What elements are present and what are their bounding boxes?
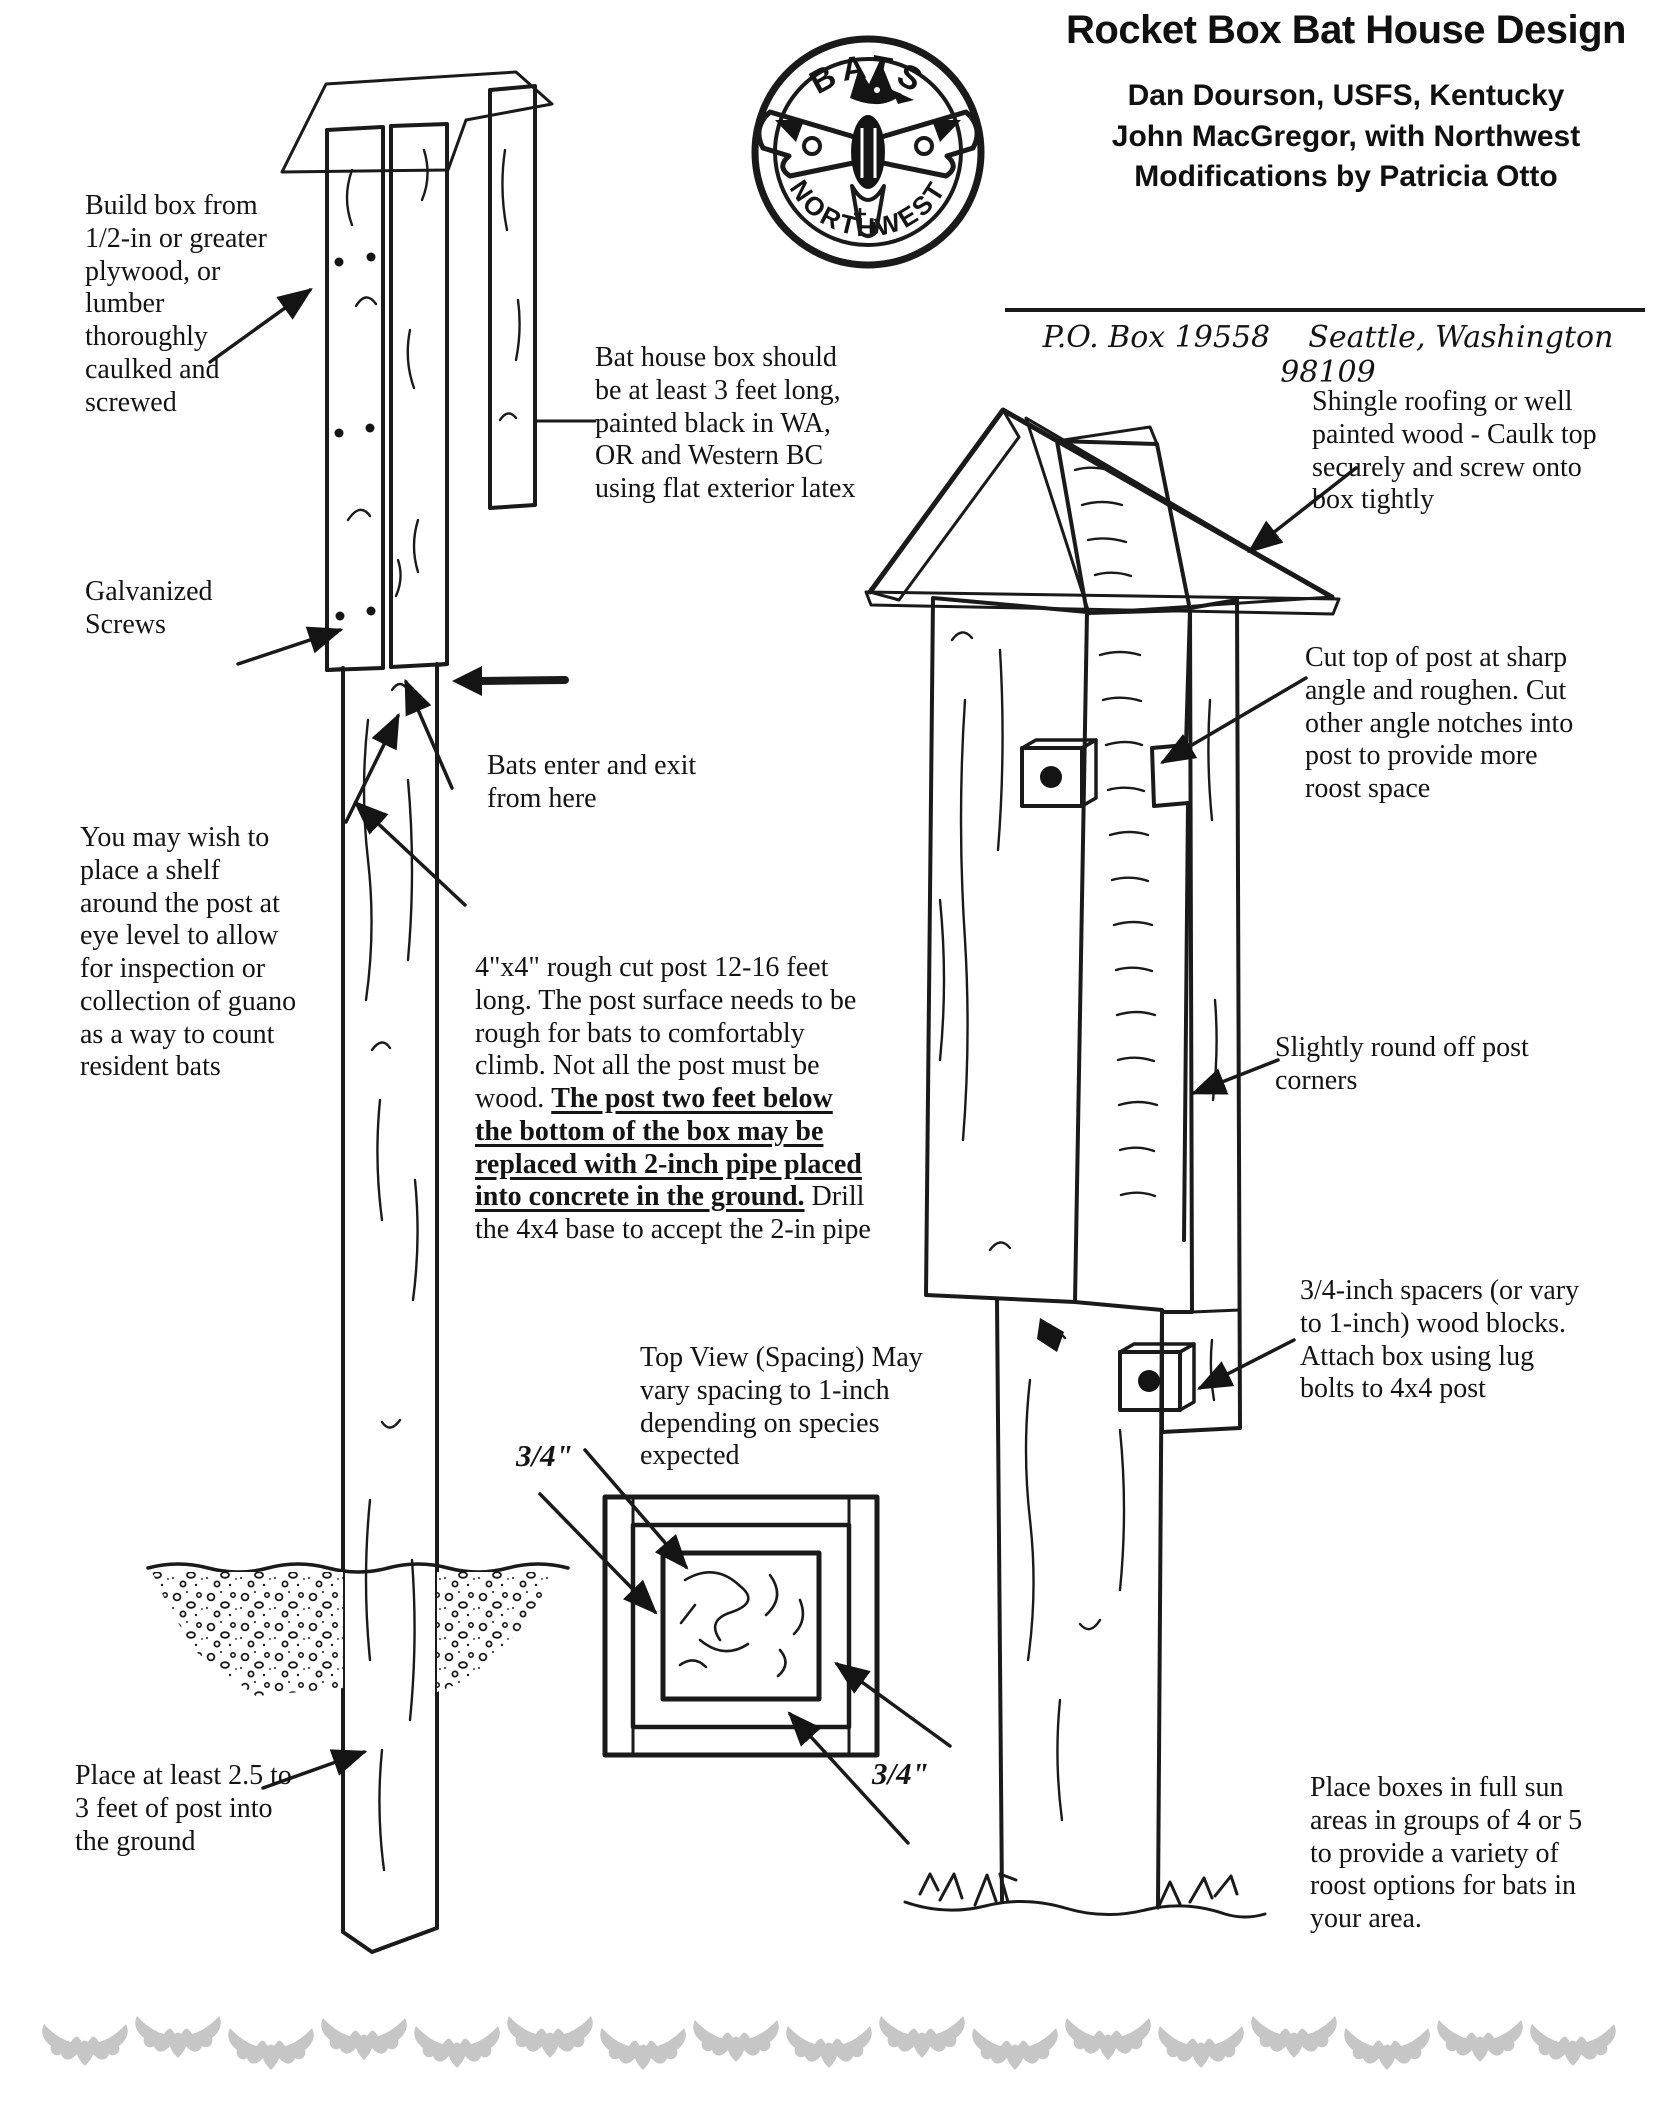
assembly-arrow — [452, 666, 569, 696]
bat-logo-icon — [756, 60, 980, 238]
post-note-emphasis: The post two feet below the bottom of th… — [475, 1083, 862, 1213]
left-post-diagram — [146, 70, 597, 1954]
roof-left-slope — [868, 408, 1021, 602]
note-top-view: Top View (Spacing) May vary spacing to 1… — [640, 1342, 923, 1472]
note-shingle: Shingle roofing or well painted wood - C… — [1312, 386, 1597, 516]
author-line: John MacGregor, with Northwest — [1111, 119, 1581, 153]
ground-gravel — [152, 1572, 343, 1696]
annotation-arrows — [208, 287, 1358, 1790]
note-place-post: Place at least 2.5 to 3 feet of post int… — [75, 1760, 292, 1857]
note-full-sun: Place boxes in full sun areas in groups … — [1310, 1772, 1583, 1934]
note-bats-enter: Bats enter and exit from here — [487, 750, 697, 814]
spacing-arrows — [538, 1448, 952, 1845]
address-line: P.O. Box 19558 Seattle, Washington 98109 — [1042, 320, 1623, 390]
spacing-label-bottom: 3/4" — [872, 1756, 929, 1791]
screw-dots — [334, 252, 376, 621]
author-line: Dan Dourson, USFS, Kentucky — [1127, 79, 1565, 112]
roof-fascia — [864, 590, 1341, 616]
bats-northwest-logo: BATS NORTHWEST — [751, 35, 985, 269]
note-shelf: You may wish to place a shelf around the… — [80, 822, 297, 1083]
post-note-text2: Drill the 4x4 base to accept the 2-in pi… — [475, 1181, 871, 1245]
spacer-block — [1118, 1342, 1196, 1412]
note-bat-house: Bat house box should be at least 3 feet … — [595, 342, 856, 504]
author-line: Modifications by Patricia Otto — [1134, 160, 1558, 193]
top-view-diagram — [538, 1448, 952, 1845]
grass — [903, 1872, 1267, 1919]
side-panel — [488, 84, 537, 510]
divider-line — [1005, 308, 1645, 312]
note-build-box: Build box from 1/2-in or greater plywood… — [85, 190, 267, 418]
spacing-label-top: 3/4" — [516, 1438, 573, 1473]
post-note-text: 4"x4" rough cut post 12-16 feet long. Th… — [475, 952, 857, 1114]
note-galvanized: Galvanized Screws — [85, 576, 213, 640]
header: Rocket Box Bat House Design Dan Dourson,… — [1040, 6, 1652, 198]
ground-gravel — [437, 1572, 558, 1692]
note-post-spec: 4"x4" rough cut post 12-16 feet long. Th… — [475, 952, 875, 1247]
right-house-diagram — [864, 407, 1341, 1919]
spacer-block — [1020, 738, 1098, 808]
note-spacers: 3/4-inch spacers (or vary to 1-inch) woo… — [1300, 1275, 1580, 1405]
page-title: Rocket Box Bat House Design — [1066, 8, 1626, 52]
note-cut-top: Cut top of post at sharp angle and rough… — [1305, 642, 1574, 804]
note-round-off: Slightly round off post corners — [1275, 1032, 1529, 1096]
bat-border — [42, 2016, 1616, 2070]
